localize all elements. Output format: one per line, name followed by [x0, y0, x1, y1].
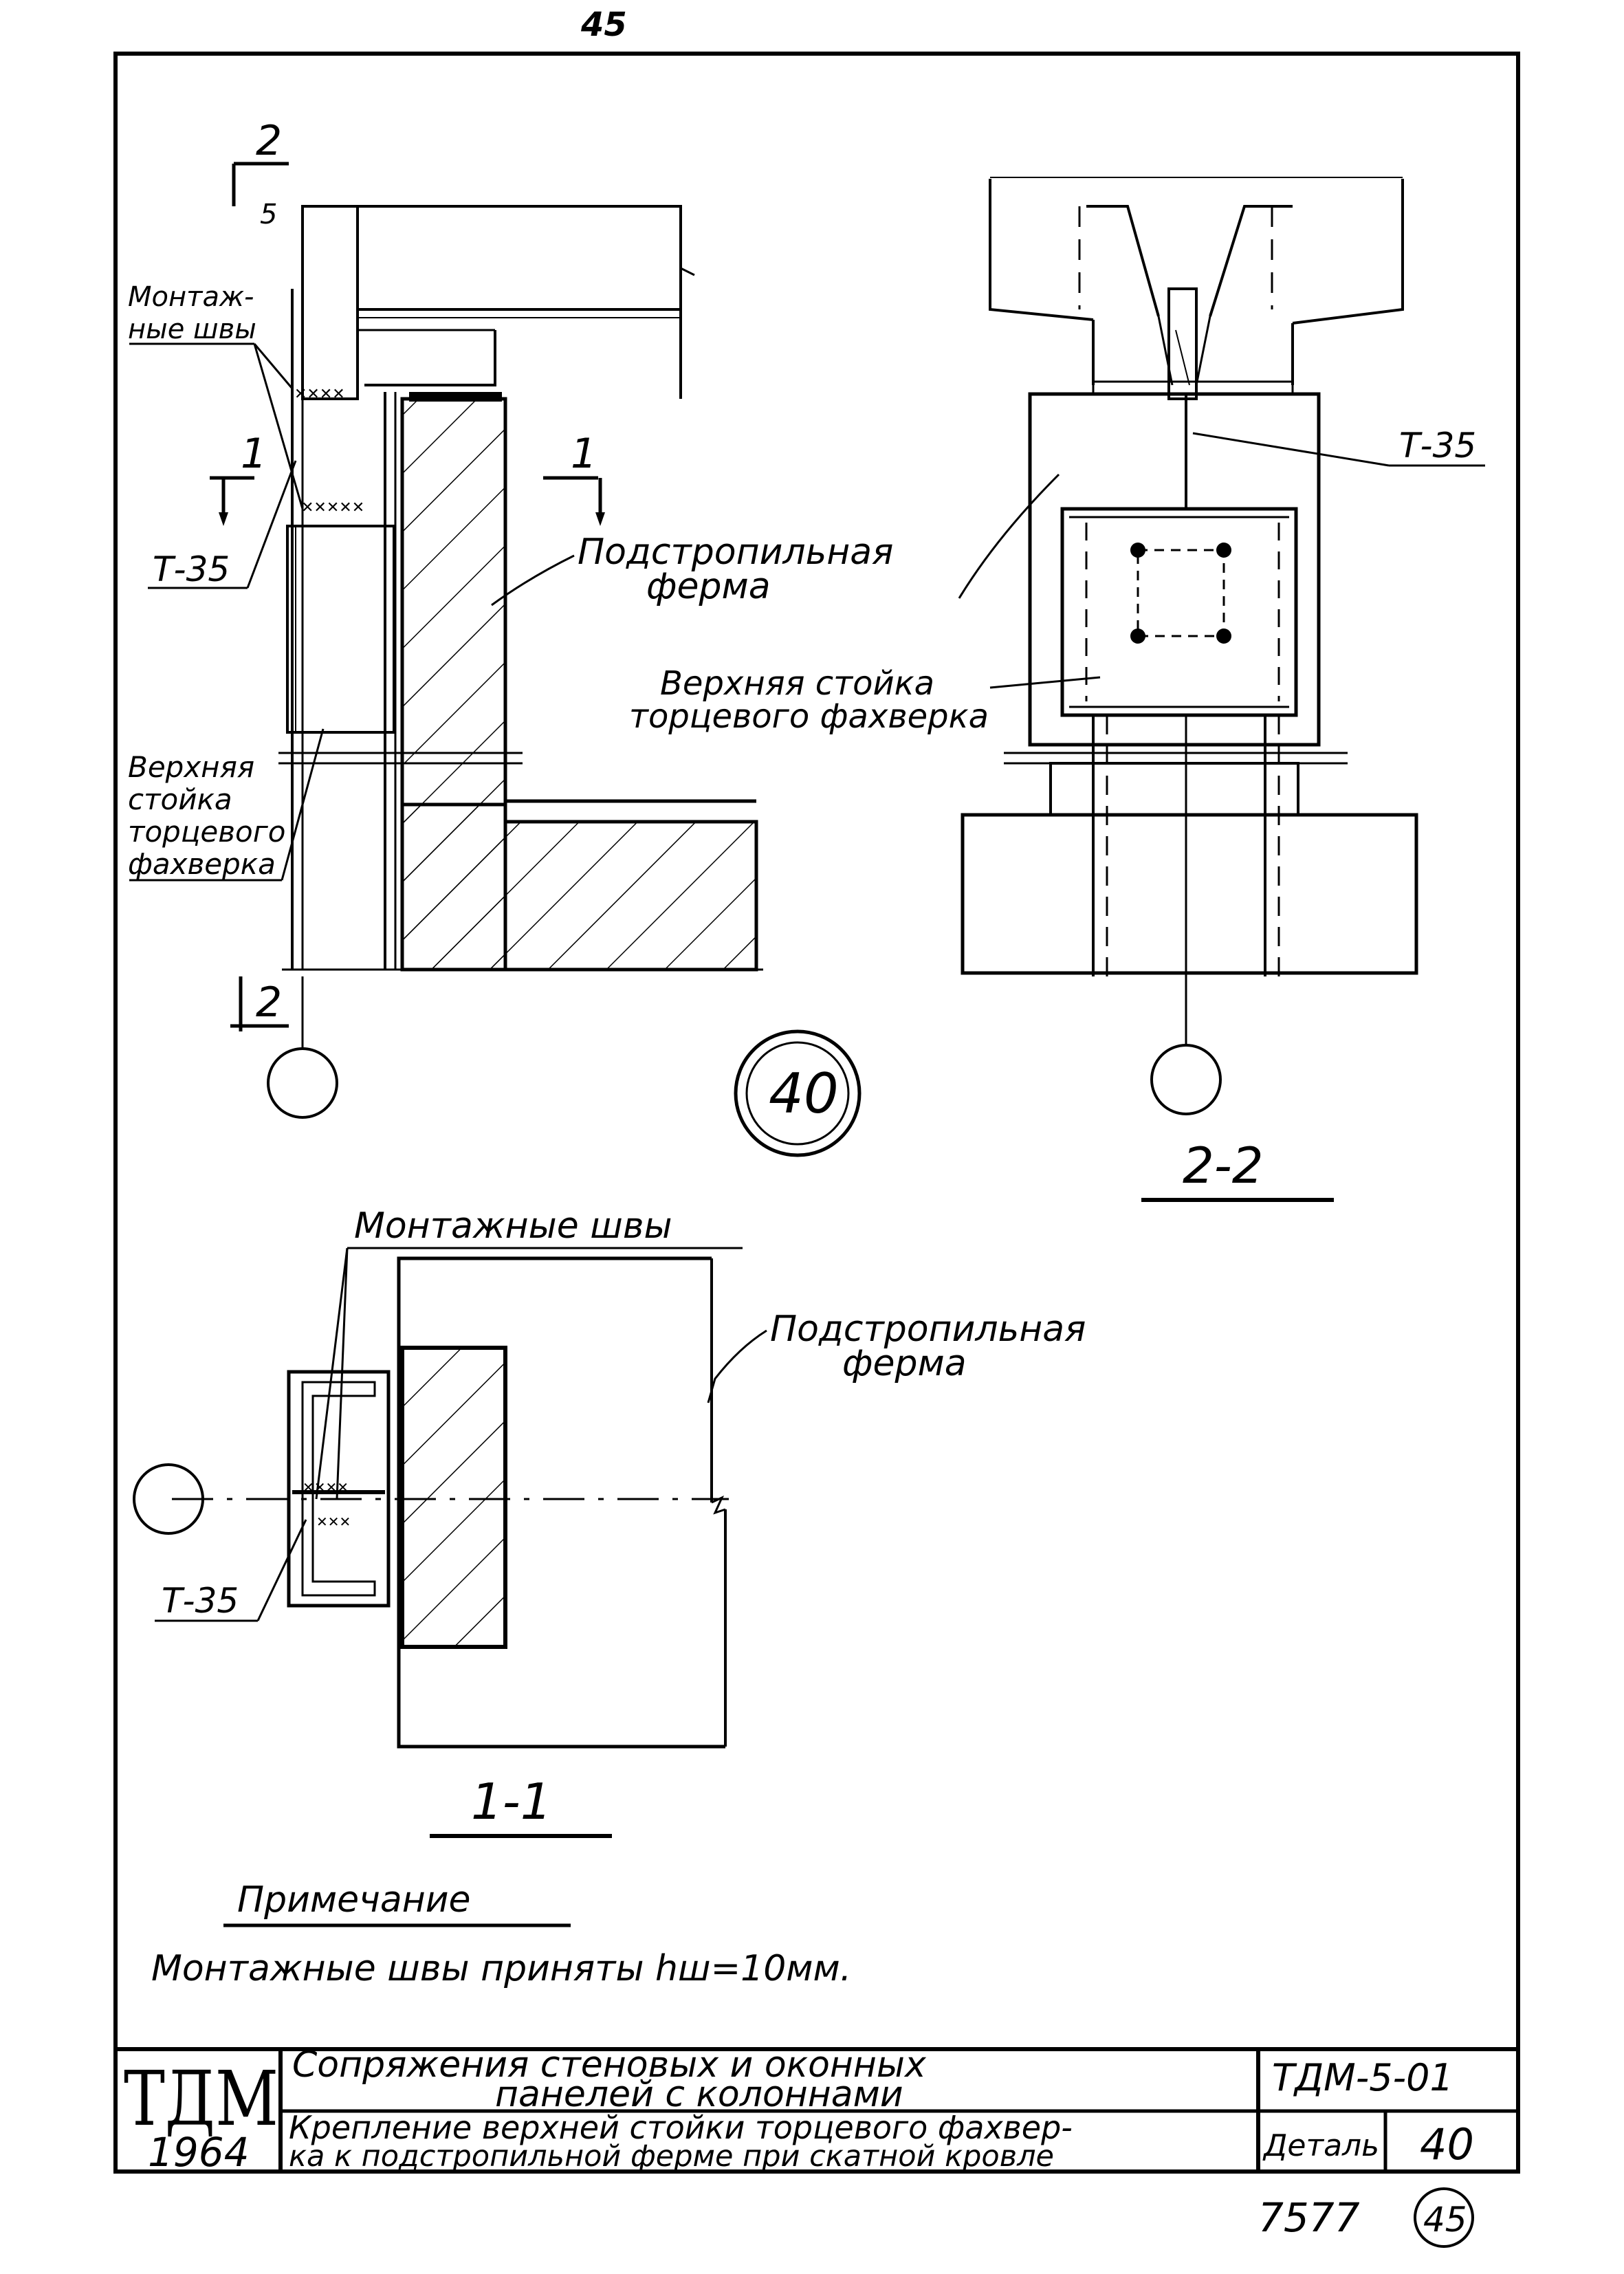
- post-label-line1: Верхняя: [128, 750, 254, 784]
- section-marker-bottom: 2: [256, 979, 282, 1027]
- section-2-2-view: Т-35 Верхняя стойка торцевого фахверка 2…: [629, 177, 1485, 1202]
- weld-marks-mid: ✕✕✕✕✕: [301, 499, 364, 516]
- upper-post: [286, 525, 395, 734]
- axis-bubble-left: [267, 1047, 338, 1119]
- drawing-code: ТДМ-5-01: [1272, 2056, 1453, 2099]
- year: 1964: [148, 2129, 250, 2176]
- detail-number: 40: [769, 1062, 839, 1126]
- truss-section-1-1: [400, 1346, 507, 1649]
- truss-label-line1: Подстропильная: [578, 532, 893, 573]
- truss-label-line2: ферма: [646, 566, 771, 607]
- welds-label-line2: ные швы: [128, 314, 256, 345]
- channel-post-1-1: [287, 1370, 391, 1608]
- title-block: ТДМ 1964 Сопряжения стеновых и оконных п…: [116, 2044, 1518, 2176]
- title-line2: панелей с колоннами: [495, 2074, 903, 2115]
- page-circle: [1414, 2187, 1474, 2248]
- post-label-line2: стойка: [128, 783, 232, 816]
- section-2-2-caption: 2-2: [1183, 1137, 1264, 1194]
- truss-bottom-chord: [400, 802, 758, 972]
- section-marker-top: 2: [256, 117, 282, 165]
- section-1-1-view: Монтажные швы ✕✕✕✕ ✕✕✕ Подстропильная фе…: [133, 1205, 1086, 1838]
- truss-label-1-1-line2: ферма: [842, 1343, 967, 1384]
- dim-small: 5: [260, 199, 277, 230]
- post-label-2-2-line1: Верхняя стойка: [660, 664, 934, 703]
- title-line1: Сопряжения стеновых и оконных: [292, 2044, 927, 2086]
- cut-marker-left: 1: [241, 430, 267, 478]
- sheet-frame: [113, 52, 1520, 2174]
- subtitle-line2: ка к подстропильной ферме при скатной кр…: [289, 2139, 1054, 2174]
- detail-label: Деталь: [1262, 2128, 1379, 2163]
- weld-marks-top: ✕✕✕✕: [294, 386, 345, 403]
- axis-bubble-2-2: [1150, 1044, 1222, 1115]
- note-heading: Примечание: [237, 1879, 471, 1921]
- cut-marker-right: 1: [571, 430, 597, 478]
- sheet-code: 7577: [1258, 2194, 1360, 2241]
- page-circle-number: 45: [1423, 2200, 1467, 2240]
- post-label-line3: торцевого: [128, 815, 285, 849]
- axis-bubble-1-1: [133, 1463, 204, 1535]
- detail-number-circle: 40: [734, 1029, 862, 1157]
- column-base: [961, 813, 1418, 975]
- column-head: [1028, 392, 1321, 747]
- left-elevation-view: 2 5 ✕✕✕✕ ✕✕✕✕✕: [128, 117, 893, 1119]
- t35-section-1-1: Т-35: [162, 1581, 239, 1621]
- t35-left-view: Т-35: [153, 549, 230, 589]
- note-text: Монтажные швы приняты hш=10мм.: [151, 1948, 851, 1989]
- subtitle-line1: Крепление верхней стойки торцевого фахве…: [289, 2109, 1073, 2146]
- org-mark: ТДМ: [124, 2055, 278, 2143]
- page-number-top: 45: [580, 6, 627, 44]
- post-box: [1060, 507, 1298, 717]
- svg-text:✕✕✕: ✕✕✕: [316, 1513, 351, 1530]
- welds-label-1-1: Монтажные швы: [354, 1205, 672, 1247]
- svg-text:✕✕✕✕: ✕✕✕✕: [303, 1479, 349, 1496]
- note-block: Примечание Монтажные швы приняты hш=10мм…: [151, 1879, 851, 1989]
- t35-section-2-2: Т-35: [1399, 426, 1476, 466]
- detail-value: 40: [1420, 2119, 1474, 2169]
- section-1-1-caption: 1-1: [471, 1773, 552, 1830]
- post-label-2-2-line2: торцевого фахверка: [629, 697, 989, 736]
- truss-label-1-1-line1: Подстропильная: [770, 1309, 1086, 1350]
- welds-label-line1: Монтаж-: [128, 281, 254, 313]
- post-label-line4: фахверка: [128, 847, 276, 881]
